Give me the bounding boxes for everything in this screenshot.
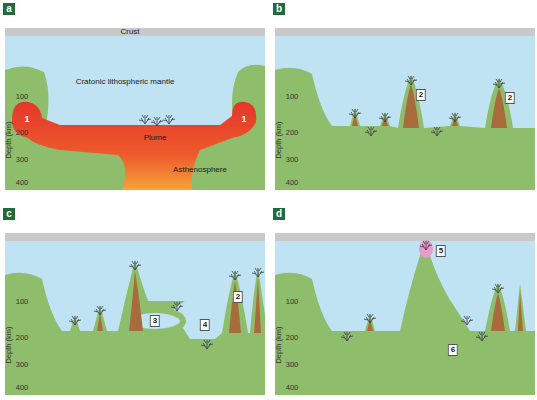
callout-number: 5 xyxy=(436,245,446,257)
callout-number: 2 xyxy=(233,291,243,303)
callout-number: 2 xyxy=(416,89,426,101)
panel-c xyxy=(5,233,265,395)
axis-tick-label: 300 xyxy=(16,156,29,164)
axis-tick-label: 200 xyxy=(286,334,299,342)
callout-number: 2 xyxy=(505,92,515,104)
axis-tick-label: 400 xyxy=(16,179,29,187)
panel-a xyxy=(5,28,265,190)
region-label: Asthenosphere xyxy=(173,166,227,174)
axis-tick-label: 400 xyxy=(16,384,29,392)
panel-d xyxy=(275,233,535,395)
axis-tick-label: 100 xyxy=(286,298,299,306)
axis-tick-label: 400 xyxy=(286,384,299,392)
axis-tick-label: 200 xyxy=(16,129,29,137)
axis-tick-label: 400 xyxy=(286,179,299,187)
callout-number: 1 xyxy=(241,115,246,124)
axis-title: Depth (km) xyxy=(275,121,283,158)
callout-number: 1 xyxy=(24,115,29,124)
panel-letter: c xyxy=(3,208,15,220)
panel-letter: a xyxy=(3,3,15,15)
axis-tick-label: 100 xyxy=(286,93,299,101)
axis-tick-label: 300 xyxy=(16,361,29,369)
panel-b xyxy=(275,28,535,190)
panel-letter: d xyxy=(273,208,285,220)
axis-title: Depth (km) xyxy=(275,326,283,363)
axis-tick-label: 300 xyxy=(286,361,299,369)
axis-tick-label: 200 xyxy=(16,334,29,342)
panel-letter: b xyxy=(273,3,285,15)
region-label: Plume xyxy=(144,134,167,142)
axis-tick-label: 100 xyxy=(16,93,29,101)
axis-title: Depth (km) xyxy=(5,121,13,158)
axis-tick-label: 100 xyxy=(16,298,29,306)
axis-tick-label: 300 xyxy=(286,156,299,164)
axis-tick-label: 200 xyxy=(286,129,299,137)
callout-number: 4 xyxy=(200,319,210,331)
axis-title: Depth (km) xyxy=(5,326,13,363)
region-label: Crust xyxy=(120,28,139,36)
callout-number: 3 xyxy=(150,315,160,327)
region-label: Cratonic lithospheric mantle xyxy=(76,78,175,86)
callout-number: 6 xyxy=(448,344,458,356)
